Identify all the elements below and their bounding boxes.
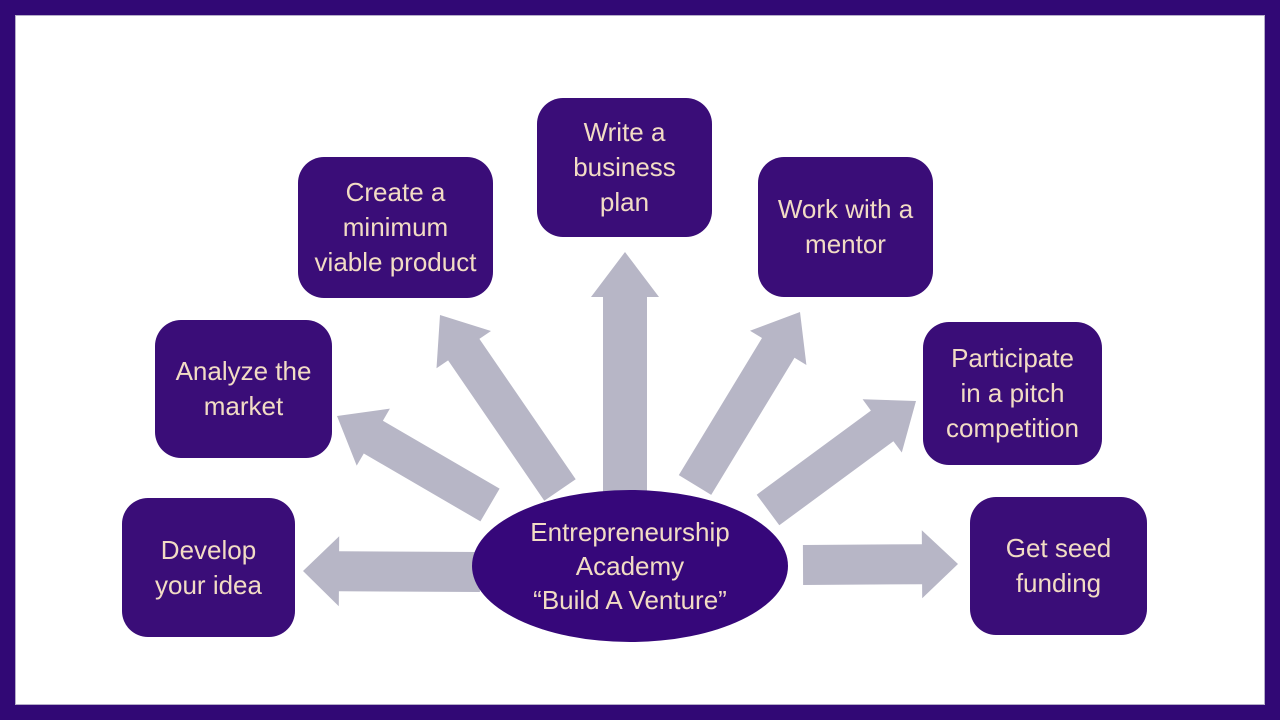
arrow-to-write-business-plan (591, 252, 659, 500)
node-work-with-mentor: Work with a mentor (758, 157, 933, 297)
arrow-to-analyze-the-market (337, 408, 500, 522)
node-write-business-plan: Write a business plan (537, 98, 712, 237)
node-get-seed-funding: Get seed funding (970, 497, 1147, 635)
arrow-to-create-minimum-viable-product (436, 315, 576, 501)
node-label: Participate in a pitch competition (946, 343, 1079, 443)
arrow-to-participate-pitch-competition (756, 399, 916, 526)
node-analyze-the-market: Analyze the market (155, 320, 332, 458)
node-label: Work with a mentor (777, 194, 914, 259)
node-label: Get seed funding (1005, 533, 1112, 598)
arrow-to-get-seed-funding (802, 530, 958, 599)
node-label: Analyze the market (175, 356, 312, 421)
center-label: Entrepreneurship Academy “Build A Ventur… (530, 517, 730, 615)
arrow-to-develop-your-idea (303, 536, 481, 607)
node-create-minimum-viable-product: Create a minimum viable product (298, 157, 493, 298)
node-label: Develop your idea (155, 534, 262, 600)
node-label: Create a minimum viable product (314, 177, 477, 277)
node-develop-your-idea: Develop your idea (122, 498, 295, 637)
arrow-to-work-with-mentor (678, 312, 807, 495)
node-participate-pitch-competition: Participate in a pitch competition (923, 322, 1102, 465)
node-label: Write a business plan (573, 117, 676, 217)
center-ellipse: Entrepreneurship Academy “Build A Ventur… (472, 490, 788, 642)
